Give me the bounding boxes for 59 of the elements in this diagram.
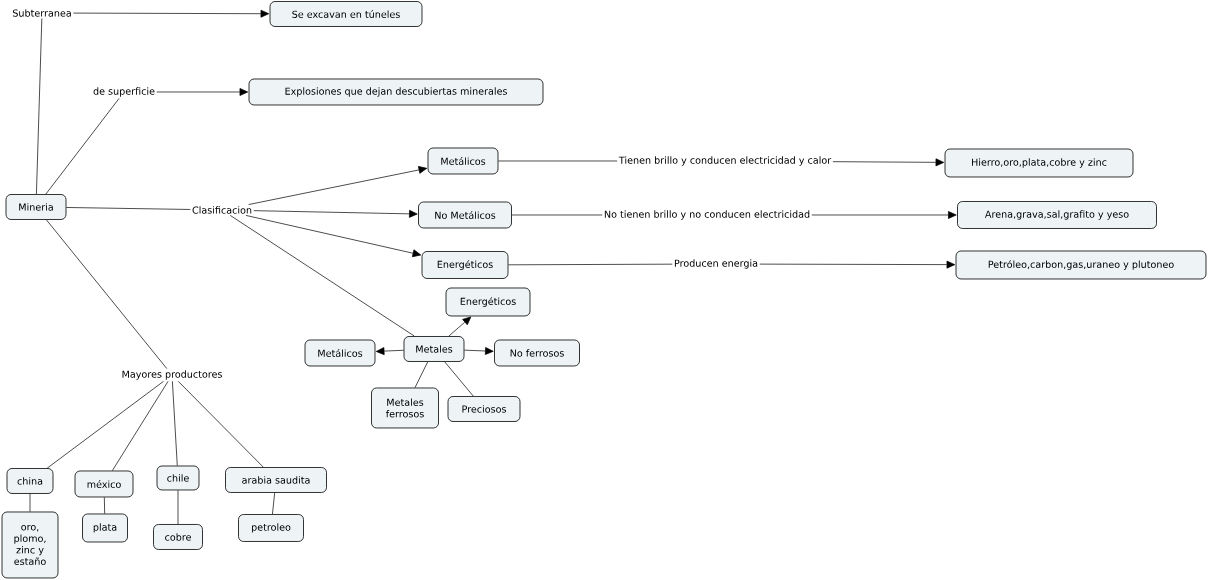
connector-line xyxy=(444,361,474,397)
connector-line xyxy=(177,490,179,525)
concept-box: Preciosos xyxy=(447,396,521,422)
concept-box: Se excavan en túneles xyxy=(269,1,423,27)
arrow xyxy=(156,88,249,96)
linking-phrase: Producen energia xyxy=(672,257,760,271)
concept-box: china xyxy=(6,468,54,494)
concept-box: No ferrosos xyxy=(494,339,580,367)
connector-line xyxy=(272,492,275,515)
linking-phrase: Subterranea xyxy=(10,7,74,19)
connector-line xyxy=(112,380,169,471)
connector-line xyxy=(103,497,106,514)
concept-box: cobre xyxy=(153,524,203,550)
connector-line xyxy=(511,214,603,216)
connector-line xyxy=(414,361,429,388)
concept-box: Arena,grava,sal,grafito y yeso xyxy=(957,201,1157,229)
linking-phrase: Mayores productores xyxy=(120,368,224,382)
connector-line xyxy=(46,380,164,469)
connector-line xyxy=(172,380,178,466)
concept-box: chile xyxy=(156,465,200,491)
concept-box: Petróleo,carbon,gas,uraneo y plutoneo xyxy=(955,250,1207,280)
arrow xyxy=(811,211,957,219)
concept-box: plata xyxy=(82,513,128,543)
arrow xyxy=(759,260,956,269)
concept-box: Hierro,oro,plata,cobre y zinc xyxy=(944,148,1134,178)
connector-line xyxy=(229,215,415,337)
concept-box: petroleo xyxy=(238,514,304,542)
arrow xyxy=(375,347,404,355)
connector-line xyxy=(177,380,264,468)
concept-box: Metales xyxy=(403,336,465,362)
concept-box: méxico xyxy=(74,470,134,498)
concept-box: oro, plomo, zinc y estaño xyxy=(1,511,59,579)
connector-line xyxy=(29,493,31,512)
arrow xyxy=(253,209,418,218)
concept-box: Mineria xyxy=(5,194,67,220)
arrow xyxy=(448,316,472,337)
linking-phrase: Tienen brillo y conducen electricidad y calor xyxy=(617,154,833,168)
concept-box: Metales ferrosos xyxy=(371,387,439,429)
linking-phrase: Clasificacion xyxy=(190,204,254,216)
arrow xyxy=(73,9,270,18)
connector-line xyxy=(45,98,120,195)
linking-phrase: de superficie xyxy=(91,85,157,99)
arrow xyxy=(464,347,494,355)
connector-line xyxy=(36,18,43,195)
concept-box: No Metálicos xyxy=(418,201,512,229)
connector-line xyxy=(46,219,168,369)
connector-line xyxy=(508,263,673,266)
arrow xyxy=(245,215,422,258)
arrow xyxy=(832,158,945,167)
linking-phrase: No tienen brillo y no conducen electricidad xyxy=(602,208,812,222)
connector-line xyxy=(498,160,618,162)
concept-box: Energéticos xyxy=(445,287,531,317)
concept-box: arabia saudita xyxy=(225,467,327,493)
connector-line xyxy=(66,207,191,210)
concept-box: Metálicos xyxy=(427,147,499,175)
arrow xyxy=(248,166,428,205)
concept-box: Explosiones que dejan descubiertas minerales xyxy=(248,78,544,106)
concept-box: Metálicos xyxy=(304,339,376,367)
concept-box: Energéticos xyxy=(421,251,509,279)
